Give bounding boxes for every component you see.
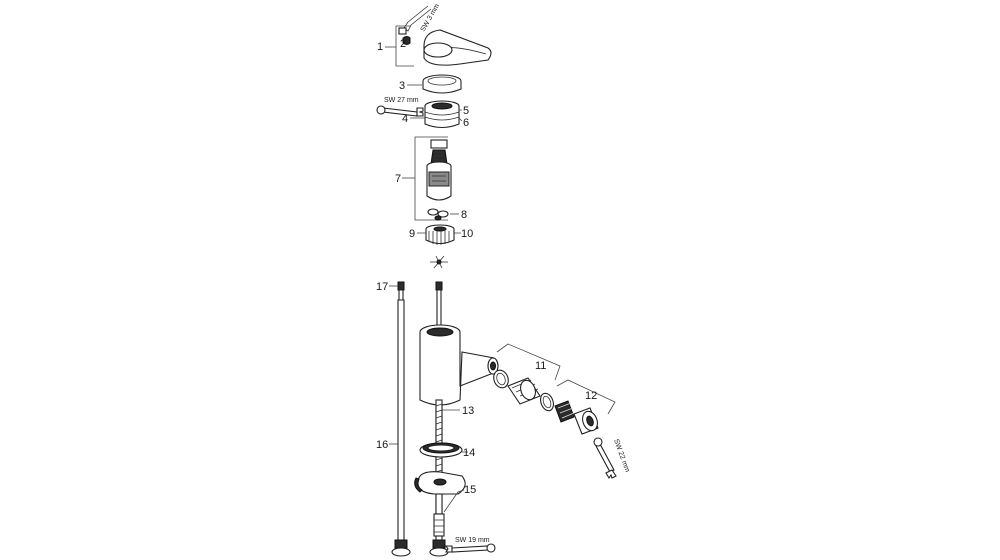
aerator-mesh [554, 400, 575, 423]
leaders-4-5-6 [410, 109, 463, 122]
callout-13: 13 [462, 405, 474, 417]
aerator-seal-1 [493, 369, 509, 389]
aerator-housing [573, 407, 599, 435]
callout-14: 14 [463, 447, 475, 459]
aerator-seal-2 [540, 392, 554, 412]
set-screw [402, 36, 411, 45]
threaded-nut [424, 100, 460, 129]
callout-12: 12 [585, 390, 597, 402]
wrench-27mm [376, 105, 424, 117]
callout-1: 1 [377, 41, 383, 53]
lever-handle [423, 29, 492, 66]
callout-10: 10 [461, 228, 473, 240]
leader-15 [443, 489, 465, 513]
callout-5: 5 [463, 105, 469, 117]
callout-4: 4 [402, 113, 408, 125]
wrench-22mm [593, 437, 617, 480]
retaining-clip [430, 255, 448, 269]
flexible-hose-left [391, 281, 411, 557]
callout-2: 2 [400, 38, 406, 50]
callout-9: 9 [409, 228, 415, 240]
bracket-12 [556, 379, 616, 415]
callout-3: 3 [399, 80, 405, 92]
hex-key-label: SW 3 mm [420, 3, 442, 33]
wrench-19-label: SW 19 mm [455, 537, 490, 544]
cover-ring [422, 74, 462, 94]
callout-8: 8 [461, 209, 467, 221]
wrench-27-label: SW 27 mm [384, 97, 419, 104]
mixer-body [419, 324, 499, 406]
callout-11: 11 [535, 360, 546, 372]
cartridge-base [425, 224, 455, 245]
bracket-1 [395, 25, 414, 67]
wrench-22-label: SW 22 mm [612, 438, 630, 473]
callout-6: 6 [463, 117, 469, 129]
callout-17: 17 [376, 281, 388, 293]
o-ring-seals [427, 208, 449, 221]
bracket-7 [414, 136, 448, 221]
aerator-insert [507, 377, 541, 405]
screw-small [398, 27, 407, 35]
cartridge [426, 139, 452, 201]
callout-16: 16 [376, 439, 388, 451]
threaded-rod [435, 399, 443, 481]
support-washer [419, 442, 463, 458]
hex-key-tool: SW 3 mm [403, 3, 442, 33]
callout-7: 7 [395, 173, 401, 185]
fixing-plate [414, 471, 466, 537]
wrench-19mm [444, 543, 496, 553]
callout-15: 15 [464, 484, 476, 496]
bracket-11 [496, 343, 561, 381]
